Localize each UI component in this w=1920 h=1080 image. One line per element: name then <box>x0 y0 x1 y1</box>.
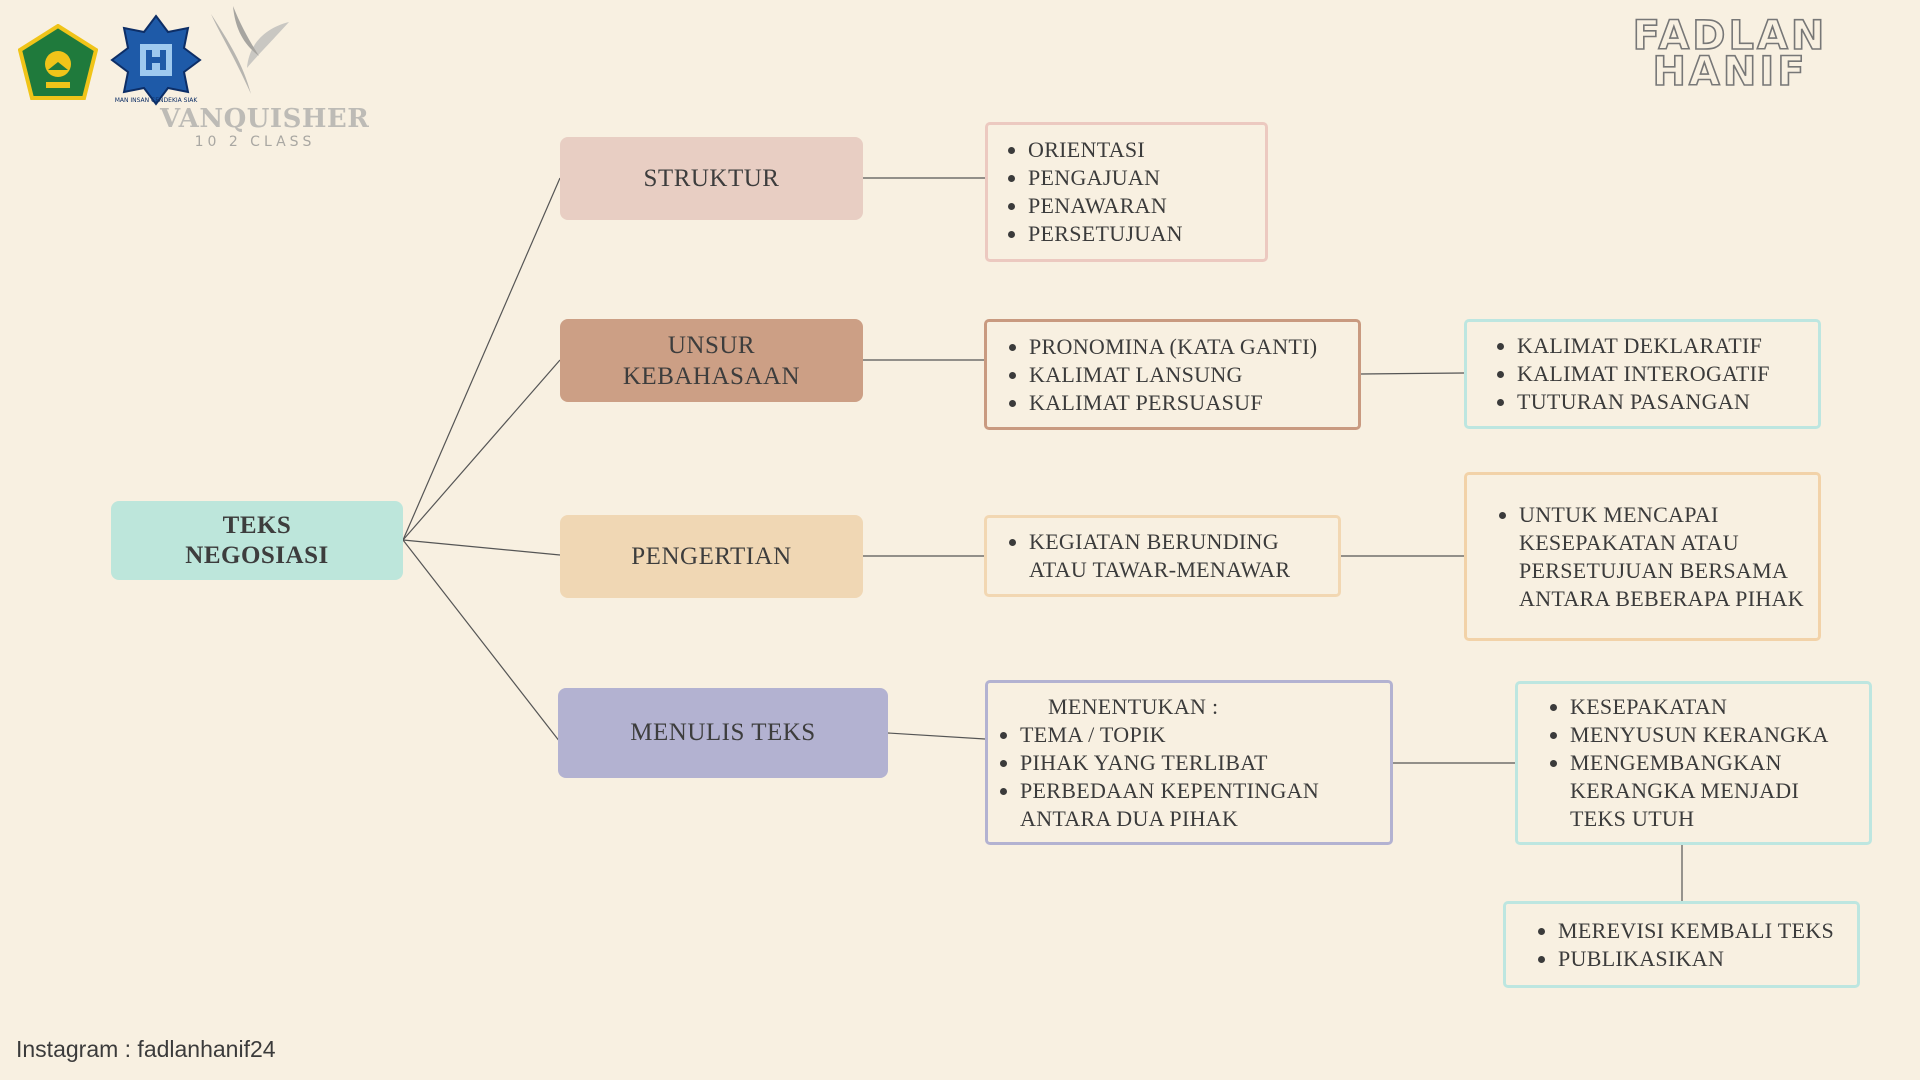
list-item: PRONOMINA (KATA GANTI) <box>1029 333 1358 361</box>
list-item: ORIENTASI <box>1028 136 1265 164</box>
list-item: PUBLIKASIKAN <box>1558 945 1857 973</box>
vanquisher-emblem-icon <box>203 4 293 96</box>
list-item: KALIMAT PERSUASUF <box>1029 389 1358 417</box>
branch-unsur-kebahasaan: UNSUR KEBAHASAAN <box>560 319 863 402</box>
list-item: MENGEMBANGKAN KERANGKA MENJADI TEKS UTUH <box>1570 749 1859 833</box>
author-name: FADLAN HANIF <box>1600 13 1860 95</box>
list-item: TEMA / TOPIK <box>1020 721 1380 749</box>
menulis-list-box: MENENTUKAN : TEMA / TOPIK PIHAK YANG TER… <box>985 680 1393 845</box>
instagram-handle: Instagram : fadlanhanif24 <box>16 1036 276 1062</box>
branch-pengertian-label: PENGERTIAN <box>631 542 792 570</box>
list-item: MEREVISI KEMBALI TEKS <box>1558 917 1857 945</box>
root-line-2: NEGOSIASI <box>185 541 329 569</box>
menulis-sub-box-2: MEREVISI KEMBALI TEKS PUBLIKASIKAN <box>1503 901 1860 988</box>
connector-root-pengertian <box>402 539 561 556</box>
root-line-1: TEKS <box>222 511 292 539</box>
branch-unsur-line-2: KEBAHASAAN <box>622 362 801 390</box>
list-item: MENYUSUN KERANGKA <box>1570 721 1859 749</box>
pengertian-sub-box: UNTUK MENCAPAI KESEPAKATAN ATAU PERSETUJ… <box>1464 472 1821 641</box>
branch-menulis-teks: MENULIS TEKS <box>558 688 888 778</box>
connector-unsur-sub <box>1360 372 1465 375</box>
list-item: PENGAJUAN <box>1028 164 1265 192</box>
list-item: KESEPAKATAN <box>1570 693 1859 721</box>
connector-menulis-list <box>887 732 986 740</box>
author-line-2: HANIF <box>1652 49 1808 95</box>
list-item: PENAWARAN <box>1028 192 1265 220</box>
kemenag-logo <box>17 23 99 100</box>
logo-subtitle: 10 2 CLASS <box>194 134 316 150</box>
pengertian-list-box: KEGIATAN BERUNDING ATAU TAWAR-MENAWAR <box>984 515 1341 597</box>
connector-root-struktur <box>402 177 561 541</box>
branch-pengertian: PENGERTIAN <box>560 515 863 598</box>
svg-text:MAN INSAN CENDEKIA SIAK: MAN INSAN CENDEKIA SIAK <box>115 97 199 104</box>
menulis-sub-box-1: KESEPAKATAN MENYUSUN KERANGKA MENGEMBANG… <box>1515 681 1872 845</box>
root-node: TEKS NEGOSIASI <box>111 501 403 580</box>
connector-root-unsur <box>402 359 561 541</box>
menulis-lead: MENENTUKAN : <box>1048 693 1219 719</box>
unsur-list-box: PRONOMINA (KATA GANTI) KALIMAT LANSUNG K… <box>984 319 1361 430</box>
list-item: PIHAK YANG TERLIBAT <box>1020 749 1380 777</box>
author-line-1: FADLAN <box>1632 13 1828 59</box>
struktur-list-box: ORIENTASI PENGAJUAN PENAWARAN PERSETUJUA… <box>985 122 1268 262</box>
list-item: TUTURAN PASANGAN <box>1517 388 1818 416</box>
branch-menulis-label: MENULIS TEKS <box>630 719 816 746</box>
list-item: KEGIATAN BERUNDING ATAU TAWAR-MENAWAR <box>1029 528 1328 584</box>
list-item: KALIMAT DEKLARATIF <box>1517 332 1818 360</box>
branch-struktur: STRUKTUR <box>560 137 863 220</box>
list-item: UNTUK MENCAPAI KESEPAKATAN ATAU PERSETUJ… <box>1519 501 1808 613</box>
list-item: PERBEDAAN KEPENTINGAN ANTARA DUA PIHAK <box>1020 777 1380 833</box>
branch-unsur-line-1: UNSUR <box>667 331 756 359</box>
list-item: KALIMAT INTEROGATIF <box>1517 360 1818 388</box>
list-item: PERSETUJUAN <box>1028 220 1265 248</box>
connector-root-menulis <box>402 539 561 743</box>
unsur-sub-box: KALIMAT DEKLARATIF KALIMAT INTEROGATIF T… <box>1464 319 1821 429</box>
school-logo: MAN INSAN CENDEKIA SIAK <box>110 14 202 106</box>
list-item: KALIMAT LANSUNG <box>1029 361 1358 389</box>
branch-struktur-label: STRUKTUR <box>643 164 780 192</box>
logo-title: VANQUISHER <box>160 104 370 134</box>
